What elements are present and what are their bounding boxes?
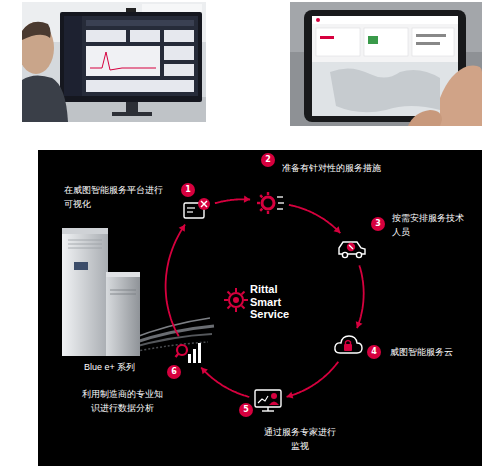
step-icon-art xyxy=(174,336,206,368)
step-icon-art xyxy=(254,187,286,219)
step-caption: 通过服务专家进行 监视 xyxy=(262,426,338,453)
arrow-head xyxy=(356,321,363,328)
step-icon: 在威图智能服务平台进行 可视化1 xyxy=(181,194,213,226)
monitor-photo xyxy=(22,2,206,122)
step-caption: 威图智能服务云 xyxy=(390,346,453,360)
step-icon-art xyxy=(336,232,368,264)
logo-text: Rittal Smart Service xyxy=(250,283,302,321)
logo-mark xyxy=(224,288,248,312)
tablet-photo xyxy=(290,2,482,126)
arrow-head xyxy=(334,226,341,233)
cycle-arrow xyxy=(289,205,340,233)
step-icon: 准备有针对性的服务措施2 xyxy=(254,187,286,219)
series-label: Blue e+ 系列 xyxy=(84,362,135,372)
step-icon: 利用制造商的专业知 识进行数据分析6 xyxy=(174,336,206,368)
step-caption: 准备有针对性的服务措施 xyxy=(282,162,381,176)
step-number: 2 xyxy=(261,153,275,167)
step-icon: 按需安排服务技术 人员3 xyxy=(336,232,368,264)
cycle-arrow xyxy=(201,368,249,397)
step-icon-art xyxy=(252,384,284,416)
arrow-head xyxy=(201,367,208,374)
step-number: 5 xyxy=(239,403,253,417)
cable-mesh xyxy=(128,318,214,352)
cycle-arrow xyxy=(357,265,364,328)
step-icon: 通过服务专家进行 监视5 xyxy=(252,384,284,416)
step-number: 4 xyxy=(367,345,381,359)
step-number: 6 xyxy=(167,365,181,379)
arrow-head xyxy=(179,225,185,232)
step-number: 3 xyxy=(371,217,385,231)
step-icon-art xyxy=(181,194,213,226)
step-caption: 利用制造商的专业知 识进行数据分析 xyxy=(78,388,166,415)
arrow-head xyxy=(287,392,294,399)
step-caption: 按需安排服务技术 人员 xyxy=(392,212,468,239)
cycle-arrow xyxy=(287,362,339,397)
step-icon-art xyxy=(332,329,364,361)
cabinet-unit xyxy=(62,228,140,356)
arrow-head xyxy=(244,196,250,203)
step-icon: 威图智能服务云4 xyxy=(332,329,364,361)
step-number: 1 xyxy=(181,183,195,197)
cycle-arrow xyxy=(166,225,185,337)
step-caption: 在威图智能服务平台进行 可视化 xyxy=(64,184,168,211)
